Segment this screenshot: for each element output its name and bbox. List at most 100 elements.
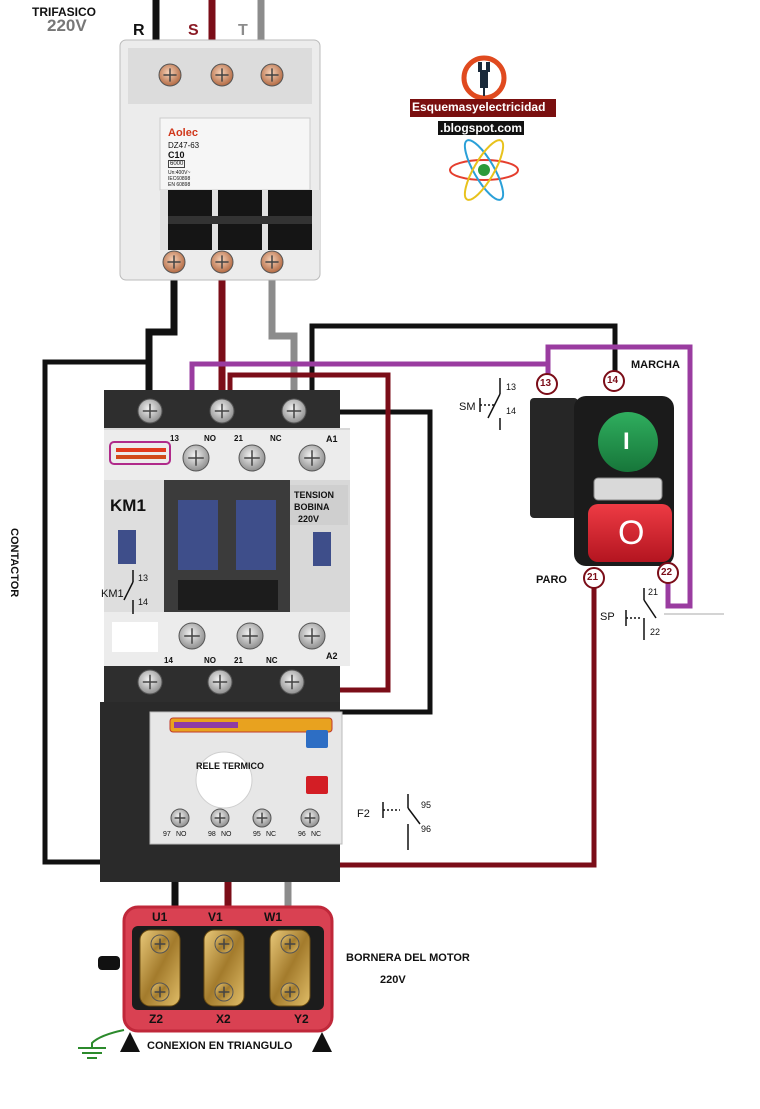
motor-link-bar [203, 929, 245, 1007]
contactor-aux-screw-slot [242, 628, 258, 644]
contactor-name: KM1 [110, 496, 146, 515]
contactor-output-screw-slot [284, 674, 300, 690]
breaker-rating: C10 [168, 150, 185, 160]
sm-t2: 14 [506, 406, 517, 416]
sp-t2: 22 [650, 627, 661, 637]
motor-terminal-nut-bottom-slot [218, 986, 230, 998]
ground-icon [78, 1029, 125, 1059]
km1-aux-t1: 13 [138, 573, 149, 583]
phase-r-breaker-wire [145, 276, 178, 405]
motor-terminal-nut-top-slot [218, 938, 230, 950]
contactor-km1 [104, 390, 350, 702]
breaker-top-screw-slot [163, 68, 177, 82]
relay-term-nc-2: NC [311, 831, 322, 838]
breaker-bottom-screw-slot [167, 255, 181, 269]
logo-text-1: Esquemasyelectricidad [412, 100, 546, 114]
breaker-top-screw-slot [215, 68, 229, 82]
system-voltage: 220V [47, 16, 87, 35]
sm-t1: 13 [506, 382, 517, 392]
contactor-main-screw-slot [214, 403, 230, 419]
km1-aux-t2: 14 [138, 597, 149, 607]
breaker-model: DZ47-63 [168, 141, 200, 150]
relay-term-95: 95 [253, 831, 261, 838]
contactor-output-screw-slot [142, 674, 158, 690]
system-label: TRIFASICO [32, 5, 97, 19]
contactor-aux-screw-slot [304, 450, 320, 466]
start-button[interactable] [598, 412, 658, 472]
sm-contact-symbol [479, 378, 501, 430]
motor-terminal-nut-bottom-slot [154, 986, 166, 998]
phase-r-label: R [133, 22, 145, 39]
sp-t1: 21 [648, 587, 659, 597]
breaker-capacity: 6000 [168, 160, 186, 168]
motor-terminal-nut-top-slot [154, 938, 166, 950]
motor-terminal-nut-top-slot [284, 938, 296, 950]
f2-contact-symbol [382, 794, 421, 850]
ct-top-term-a1: A1 [326, 434, 338, 444]
contactor-output-screw-slot [212, 674, 228, 690]
pb-term-22: 22 [661, 567, 673, 578]
purple-aux-wire-22 [545, 344, 693, 609]
black-control-wire-marcha [309, 323, 618, 447]
logo [410, 55, 556, 201]
connection-label: CONEXION EN TRIANGULO [147, 1040, 293, 1052]
ct-top-term-13: 13 [170, 434, 179, 443]
motor-voltage: 220V [380, 974, 406, 986]
triangle-marker-right [312, 1032, 332, 1052]
coil-label-1: TENSION [294, 490, 335, 500]
contactor-aux-screw-slot [304, 628, 320, 644]
f2-name: F2 [357, 808, 370, 820]
relay-screw-slot [214, 812, 226, 824]
triangle-marker-left [120, 1032, 140, 1052]
motor-term-u1: U1 [152, 910, 168, 924]
contactor-side-label: CONTACTOR [8, 528, 20, 598]
phase-t-label: T [238, 22, 248, 39]
coil-label-2: BOBINA [294, 502, 330, 512]
sp-contact-symbol [625, 588, 657, 640]
red-wire-paro-96 [310, 586, 597, 868]
phase-t-breaker-wire [268, 272, 298, 405]
pb-term-13: 13 [540, 378, 552, 389]
logo-text-2: .blogspot.com [438, 121, 524, 135]
ct-bot-term-nc: NC [266, 656, 278, 665]
contactor-main-screw-slot [142, 403, 158, 419]
circuit-breaker [119, 39, 321, 281]
breaker-spec2: IEC60898 [168, 176, 191, 182]
motor-term-v1: V1 [208, 910, 223, 924]
relay-term-96: 96 [298, 831, 306, 838]
motor-link-bar [269, 929, 311, 1007]
ct-bot-term-a2: A2 [326, 651, 338, 661]
km1-aux-name: KM1 [101, 588, 124, 600]
paro-label: PARO [536, 574, 567, 586]
km1-aux-contact-symbol [123, 570, 134, 614]
thermal-relay [100, 702, 343, 882]
ct-top-term-21: 21 [234, 434, 243, 443]
motor-term-x2: X2 [216, 1012, 231, 1026]
breaker-spec3: EN 60898 [168, 182, 191, 188]
ct-top-term-no: NO [204, 434, 216, 443]
relay-term-nc-1: NC [266, 831, 277, 838]
f2-t1: 95 [421, 800, 432, 810]
stop-button[interactable] [588, 504, 672, 562]
pushbutton-station [530, 396, 674, 566]
motor-title: BORNERA DEL MOTOR [346, 952, 470, 964]
relay-term-no-2: NO [221, 831, 232, 838]
sm-name: SM [459, 401, 476, 413]
ct-bot-term-14: 14 [164, 656, 173, 665]
motor-terminal-board [98, 905, 334, 1033]
motor-term-z2: Z2 [149, 1012, 164, 1026]
start-glyph: I [623, 428, 630, 455]
coil-label-3: 220V [298, 514, 320, 524]
contactor-aux-screw-slot [184, 628, 200, 644]
relay-term-no-1: NO [176, 831, 187, 838]
ct-bot-term-21: 21 [234, 656, 243, 665]
stop-glyph: O [618, 514, 645, 552]
sp-name: SP [600, 611, 615, 623]
contactor-aux-screw-slot [188, 450, 204, 466]
relay-screw-slot [174, 812, 186, 824]
motor-term-y2: Y2 [294, 1012, 309, 1026]
motor-term-w1: W1 [264, 910, 282, 924]
breaker-top-screw-slot [265, 68, 279, 82]
phase-s-label: S [188, 22, 199, 39]
